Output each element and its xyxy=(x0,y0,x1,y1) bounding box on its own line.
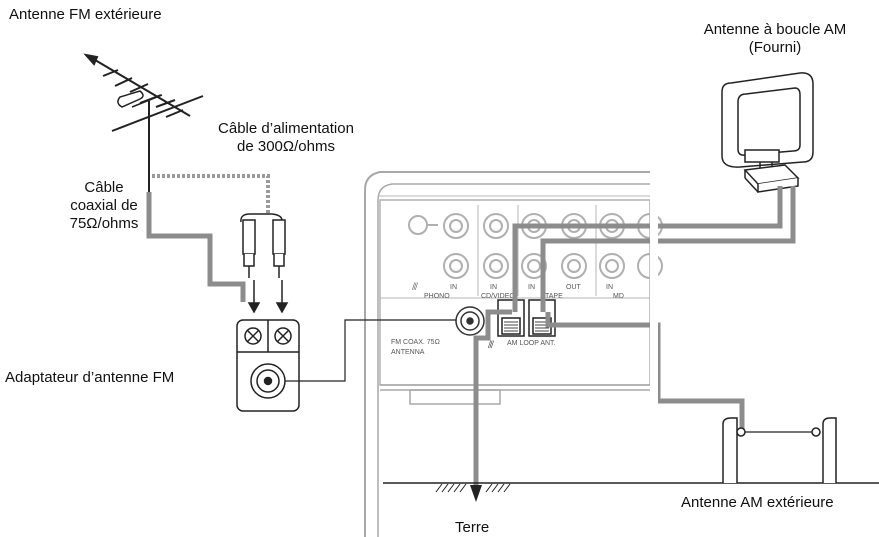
fm-300-ohm-cable xyxy=(152,174,270,215)
label-coax-cable: Câble coaxial de 75Ω/ohms xyxy=(48,179,160,233)
label-fm-adapter: Adaptateur d’antenne FM xyxy=(5,369,175,386)
cd-jack-2 xyxy=(483,253,509,279)
am-loop-cables xyxy=(512,186,796,312)
label-power-cable-line1: Câble d’alimentation xyxy=(218,120,354,137)
adapter-to-receiver-line xyxy=(285,319,456,382)
label-fm-coax: FM COAX. 75Ω xyxy=(391,339,440,346)
label-coax-line3: 75Ω/ohms xyxy=(69,215,139,232)
label-power-cable-line2: de 300Ω/ohms xyxy=(237,138,335,155)
phono-jack-2 xyxy=(443,253,469,279)
label-in-1: IN xyxy=(450,284,457,291)
fm-300-ohm-plug xyxy=(240,213,289,314)
tape-jack-2 xyxy=(521,253,547,279)
ground-terminal xyxy=(408,215,428,235)
md-jack-2 xyxy=(599,253,625,279)
panel-labels: ⫻ IN IN IN OUT IN PHONO CD/VIDEO TAPE MD… xyxy=(391,282,624,356)
phono-jack-1 xyxy=(443,213,469,239)
tape-jack-4 xyxy=(561,253,587,279)
label-am-loop-line1: Antenne à boucle AM xyxy=(703,21,847,38)
label-coax-line2: coaxial de xyxy=(70,197,138,214)
label-am-loop-antenna: Antenne à boucle AM (Fourni) xyxy=(675,21,875,57)
label-power-cable: Câble d’alimentation de 300Ω/ohms xyxy=(196,120,376,156)
receiver-rear-panel xyxy=(364,171,651,537)
panel-edge-mask xyxy=(650,170,658,410)
label-in-4: IN xyxy=(606,284,613,291)
fm-coax-jack xyxy=(455,306,485,336)
ground-wire xyxy=(470,309,512,502)
am-loop-antenna xyxy=(721,72,814,193)
label-in-3: IN xyxy=(528,284,535,291)
label-am-outdoor-antenna: Antenne AM extérieure xyxy=(681,494,834,511)
label-ground: Terre xyxy=(455,519,490,536)
label-fm-outdoor-antenna: Antenne FM extérieure xyxy=(9,6,162,23)
svg-text:⫻: ⫻ xyxy=(412,282,418,293)
fm-coax-cable xyxy=(146,192,246,302)
am-outdoor-antenna xyxy=(722,417,837,483)
label-tape: TAPE xyxy=(545,293,563,300)
label-out: OUT xyxy=(566,284,582,291)
label-in-2: IN xyxy=(490,284,497,291)
svg-text:⫻: ⫻ xyxy=(488,340,494,351)
label-am-loop-ant: AM LOOP ANT. xyxy=(507,340,556,347)
label-phono: PHONO xyxy=(424,293,450,300)
am-outdoor-wire xyxy=(545,312,745,432)
fm-antenna-adapter xyxy=(236,319,300,412)
cd-jack-1 xyxy=(483,213,509,239)
ground-surface xyxy=(383,482,879,493)
label-md: MD xyxy=(613,293,624,300)
label-cd-video: CD/VIDEO xyxy=(481,293,515,300)
label-fm-antenna: ANTENNA xyxy=(391,349,425,356)
label-coax-line1: Câble xyxy=(84,179,124,196)
label-am-loop-line2: (Fourni) xyxy=(748,39,802,56)
